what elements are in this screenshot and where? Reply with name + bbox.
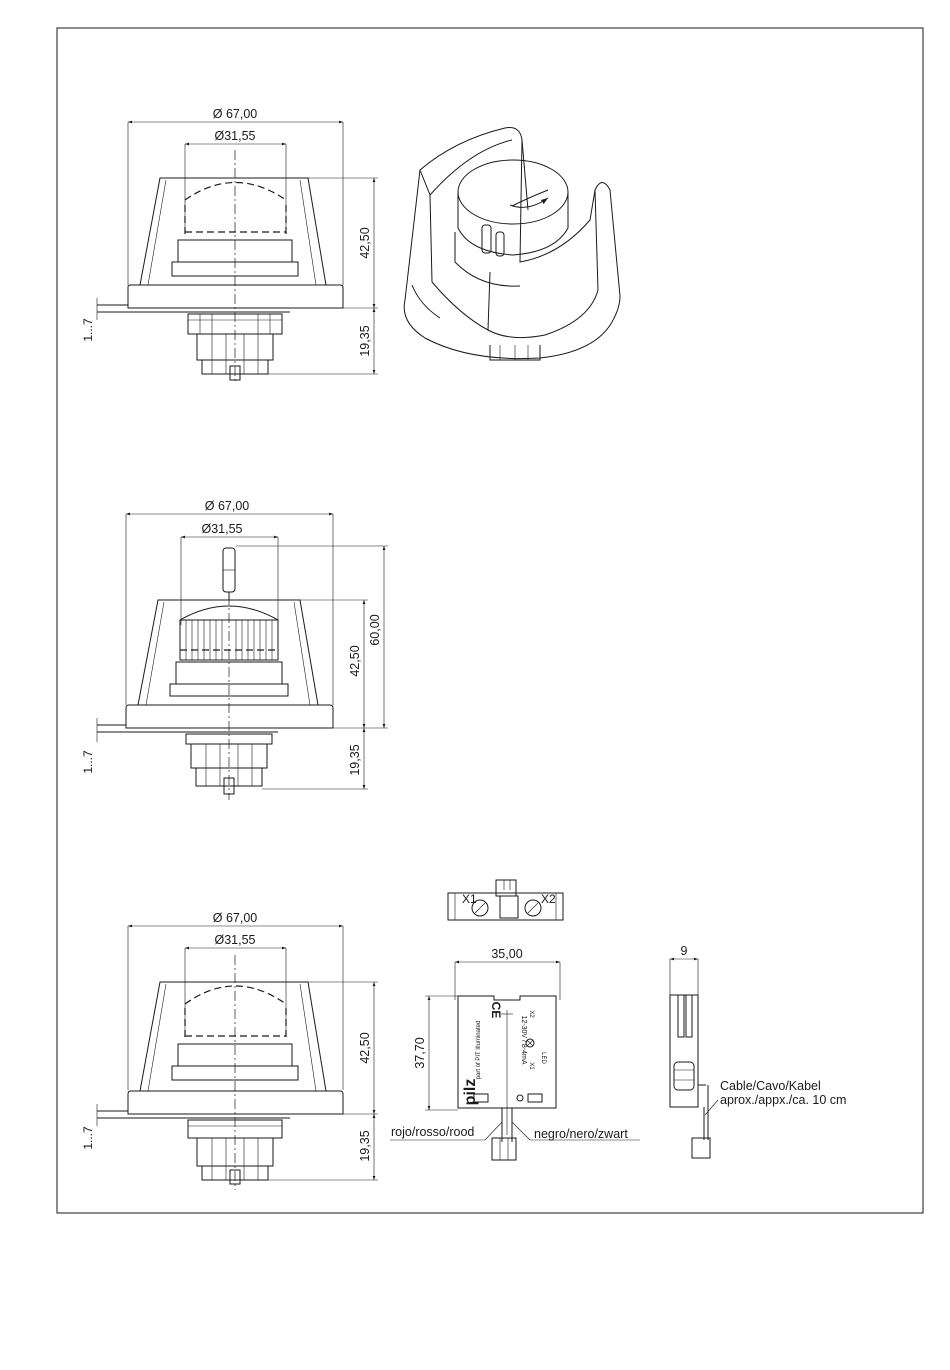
terminal-x1-label: X1 <box>462 892 477 906</box>
view2-panel-range-label: 1...7 <box>81 750 95 774</box>
view2-inner-diameter-label: Ø31,55 <box>201 522 242 536</box>
view3-base-height-label: 19,35 <box>358 1130 372 1161</box>
view3-outer-diameter-label: Ø 67,00 <box>213 911 258 925</box>
view-2-side-elevation-with-key: Ø 67,00 Ø31,55 <box>81 499 388 800</box>
view2-base-height-label: 19,35 <box>348 744 362 775</box>
view-1-side-elevation: Ø 67,00 Ø31,55 1...7 <box>81 107 378 382</box>
module-x1-small: X1 <box>528 1062 534 1070</box>
view1-panel-range-label: 1...7 <box>81 318 95 342</box>
terminal-x2-label: X2 <box>541 892 556 906</box>
cable-label-line2: aprox./appx./ca. 10 cm <box>720 1093 846 1107</box>
view2-total-height-label: 60,00 <box>368 614 382 645</box>
view2-height-label: 42,50 <box>348 645 362 676</box>
wire-red-label: rojo/rosso/rood <box>391 1125 474 1139</box>
view3-panel-range-label: 1...7 <box>81 1126 95 1150</box>
module-rating-text: 12-30V / 8-4mA <box>520 1015 527 1064</box>
terminal-module-top-view: X1 X2 <box>448 880 563 920</box>
module-brand-logo: pilz <box>462 1079 479 1106</box>
wire-black-label: negro/nero/zwart <box>534 1127 628 1141</box>
view1-height-label: 42,50 <box>358 227 372 258</box>
module-ce-mark: CE <box>489 1002 503 1019</box>
view2-outer-diameter-label: Ø 67,00 <box>205 499 250 513</box>
isometric-render <box>404 128 620 361</box>
terminal-module-side-view: 9 Cable/Cavo/Kabel aprox./appx./ca. 10 c… <box>670 944 846 1158</box>
view1-base-height-label: 19,35 <box>358 325 372 356</box>
module-x2-small: X2 <box>528 1010 534 1018</box>
view3-height-label: 42,50 <box>358 1032 372 1063</box>
terminal-module-front-view: 35,00 37,70 CE part of PIT Illuminated p… <box>390 947 640 1160</box>
view-3-side-elevation: Ø 67,00 Ø31,55 1...7 42,50 1 <box>81 911 378 1190</box>
module-side-width-label: 9 <box>681 944 688 958</box>
module-height-label: 37,70 <box>413 1037 427 1068</box>
module-part-text: part of PIT Illuminated <box>476 1021 482 1080</box>
cable-label-line1: Cable/Cavo/Kabel <box>720 1079 821 1093</box>
view1-outer-diameter-label: Ø 67,00 <box>213 107 258 121</box>
view3-inner-diameter-label: Ø31,55 <box>214 933 255 947</box>
view1-inner-diameter-label: Ø31,55 <box>214 129 255 143</box>
module-width-label: 35,00 <box>491 947 522 961</box>
module-led-label: LED <box>540 1052 546 1064</box>
